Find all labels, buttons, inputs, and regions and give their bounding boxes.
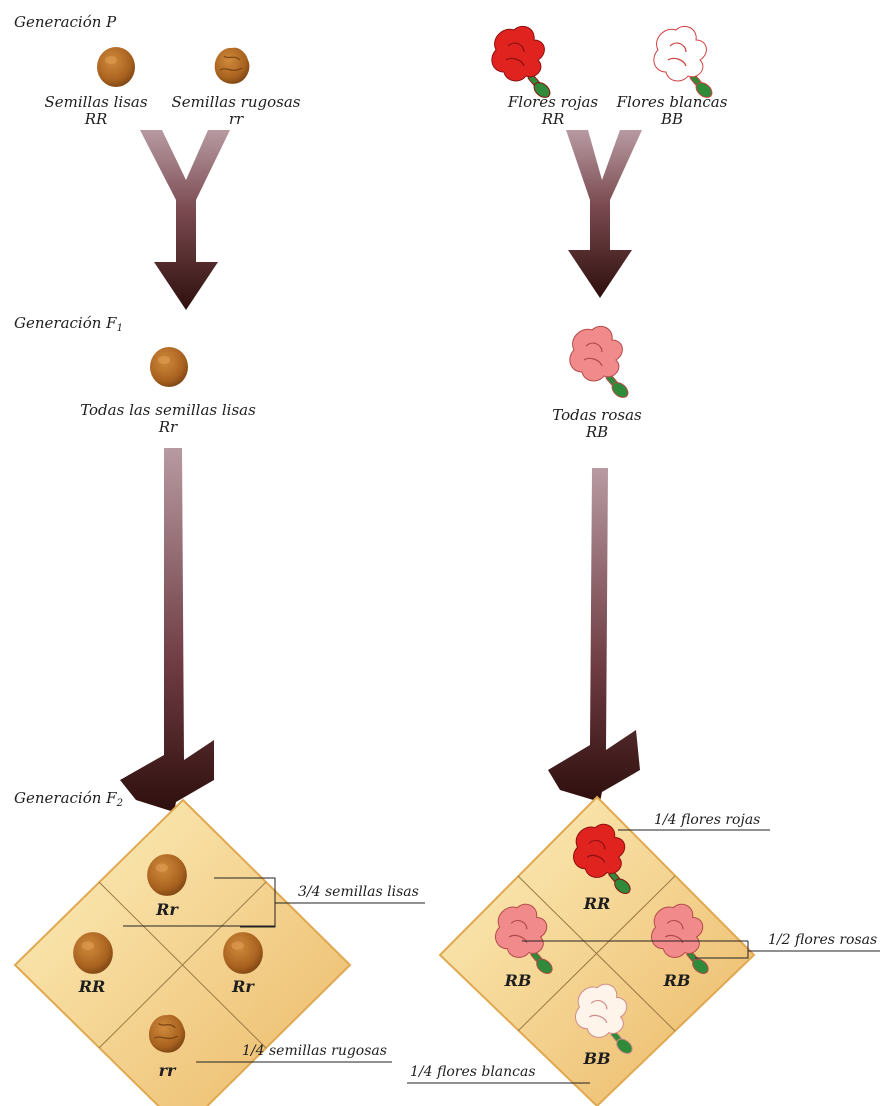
- flower-cell-left-genotype: RB: [505, 972, 532, 989]
- f2-seed-bottom-icon: [149, 1015, 185, 1053]
- f1-pink-flower-icon: [570, 326, 631, 400]
- f2-seed-top-icon: [147, 854, 187, 896]
- seed-cell-top-genotype: Rr: [156, 901, 178, 918]
- seed-cell-bottom-genotype: rr: [159, 1062, 176, 1079]
- smooth-seed-ratio-label: 3/4 semillas lisas: [298, 884, 419, 901]
- white-flower-icon: [654, 26, 715, 100]
- red-flower-ratio-label: 1/4 flores rojas: [654, 812, 760, 829]
- f1-seed-label: Todas las semillas lisas Rr: [80, 402, 256, 436]
- flower-cell-top-genotype: RR: [584, 895, 611, 912]
- red-flower-parent-label: Flores rojas RR: [508, 94, 598, 128]
- cross-arrow-seeds: [140, 130, 230, 310]
- seed-punnett-square: [15, 800, 350, 1106]
- f2-seed-left-icon: [73, 932, 113, 974]
- flower-cell-bottom-genotype: BB: [583, 1050, 610, 1067]
- white-flower-ratio-label: 1/4 flores blancas: [410, 1064, 536, 1081]
- split-arrow-seeds: [120, 448, 214, 812]
- f1-flower-label: Todas rosas RB: [552, 407, 641, 441]
- cross-arrow-flowers: [566, 130, 642, 298]
- seed-cell-right-genotype: Rr: [232, 978, 254, 995]
- seed-cell-left-genotype: RR: [79, 978, 106, 995]
- wrinkled-seed-ratio-label: 1/4 semillas rugosas: [242, 1043, 387, 1060]
- generation-f2-label: Generación F2: [14, 790, 123, 809]
- f2-seed-right-icon: [223, 932, 263, 974]
- smooth-seed-icon: [97, 47, 135, 87]
- smooth-seed-parent-label: Semillas lisas RR: [44, 94, 147, 128]
- wrinkled-seed-parent-label: Semillas rugosas rr: [172, 94, 301, 128]
- white-flower-parent-label: Flores blancas BB: [617, 94, 728, 128]
- split-arrow-flowers: [548, 468, 640, 802]
- red-flower-icon: [492, 26, 553, 100]
- flower-cell-right-genotype: RB: [664, 972, 691, 989]
- generation-f1-label: Generación F1: [14, 315, 123, 334]
- generation-p-label: Generación P: [14, 14, 116, 31]
- f1-seed-icon: [150, 347, 188, 387]
- wrinkled-seed-icon: [215, 48, 250, 84]
- pink-flower-ratio-label: 1/2 flores rosas: [768, 932, 877, 949]
